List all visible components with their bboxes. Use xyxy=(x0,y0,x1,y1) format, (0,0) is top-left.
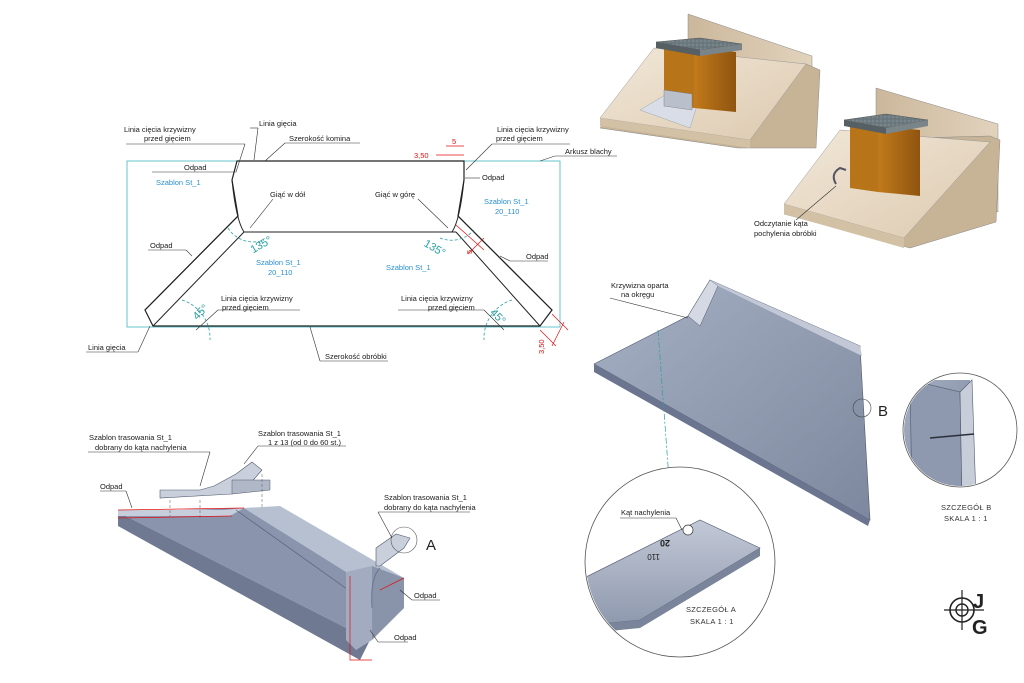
detail-a-title: SZCZEGÓŁ A xyxy=(686,605,736,614)
bend-up-label: Giąć w górę xyxy=(375,190,415,199)
iso-template-a-2: dobrany do kąta nachylenia xyxy=(384,503,477,512)
template-right-top-2: 20_110 xyxy=(495,207,519,216)
template-right-bottom-label: Szablon St_1 xyxy=(386,263,431,272)
curve-flashing-view xyxy=(584,279,1018,658)
iso-template-right-2: 1 z 13 (od 0 do 60 st.) xyxy=(268,438,341,447)
flat-pattern xyxy=(86,127,617,362)
curve-label-2: na okręgu xyxy=(621,290,654,299)
sheet-label: Arkusz blachy xyxy=(565,147,612,156)
bend-line-bottom-label: Linia gięcia xyxy=(88,343,126,352)
chimney-model-2 xyxy=(783,87,1001,249)
template-number-2: 110 xyxy=(647,552,660,561)
angle-135-right: 135° xyxy=(422,238,448,260)
curve-label-1: Krzywizna oparta xyxy=(611,281,669,290)
cut-line-bottom-right-2: przed gięciem xyxy=(428,303,475,312)
template-left-bottom-1: Szablon St_1 xyxy=(256,258,301,267)
angle-label: Kąt nachylenia xyxy=(621,508,671,517)
bend-down-label: Giąć w dół xyxy=(270,190,305,199)
cut-line-top-right-2: przed gięciem xyxy=(496,134,543,143)
waste-top-left-label: Odpad xyxy=(184,163,207,172)
iso-flashing-model xyxy=(88,445,470,661)
reading-angle-label-1: Odczytanie kąta xyxy=(754,219,809,228)
waste-left-label: Odpad xyxy=(150,241,173,250)
template-right-top-1: Szablon St_1 xyxy=(484,197,529,206)
detail-a-scale: SKALA 1 : 1 xyxy=(690,617,734,626)
cut-line-top-right-1: Linia cięcia krzywizny xyxy=(497,125,569,134)
template-left-top-label: Szablon St_1 xyxy=(156,178,201,187)
cut-line-bottom-right-1: Linia cięcia krzywizny xyxy=(401,294,473,303)
waste-top-right-label: Odpad xyxy=(482,173,505,182)
jg-logo: J G xyxy=(944,590,988,639)
detail-b-scale: SKALA 1 : 1 xyxy=(944,514,988,523)
detail-b-title: SZCZEGÓŁ B xyxy=(941,503,992,512)
angle-45-left: 45° xyxy=(191,302,211,322)
angle-135-left: 135° xyxy=(249,234,275,256)
iso-waste-bottom: Odpad xyxy=(394,633,417,642)
iso-template-left-2: dobrany do kąta nachylenia xyxy=(95,443,188,452)
chimney-model-1 xyxy=(599,13,821,149)
flashing-outline xyxy=(144,160,553,327)
iso-template-left-1: Szablon trasowania St_1 xyxy=(89,433,172,442)
iso-template-a-1: Szablon trasowania St_1 xyxy=(384,493,467,502)
iso-template-right-1: Szablon trasowania St_1 xyxy=(258,429,341,438)
cut-line-top-left-1: Linia cięcia krzywizny xyxy=(124,125,196,134)
dim-5-top: 5 xyxy=(452,137,456,146)
cut-line-bottom-left-1: Linia cięcia krzywizny xyxy=(221,294,293,303)
detail-marker-b: B xyxy=(878,403,888,420)
angle-45-right: 45° xyxy=(487,307,507,327)
iso-waste-right: Odpad xyxy=(414,591,437,600)
dim-350-bottom: 3,50 xyxy=(537,339,546,354)
chimney-width-label: Szerokość komina xyxy=(289,134,351,143)
logo-letter-g: G xyxy=(972,617,988,639)
cut-line-bottom-left-2: przed gięciem xyxy=(222,303,269,312)
dim-5-diag: 5 xyxy=(465,250,474,254)
cut-line-top-left-2: przed gięciem xyxy=(144,134,191,143)
waste-right-label: Odpad xyxy=(526,252,549,261)
reading-angle-label-2: pochylenia obróbki xyxy=(754,229,817,238)
dim-350-top: 3,50 xyxy=(414,151,429,160)
detail-marker-a: A xyxy=(426,537,436,554)
flashing-width-label: Szerokość obróbki xyxy=(325,352,387,361)
bend-line-top-label: Linia gięcia xyxy=(259,119,297,128)
iso-waste-left: Odpad xyxy=(100,482,123,491)
template-number-1: 20 xyxy=(660,538,670,548)
template-left-bottom-2: 20_110 xyxy=(268,268,292,277)
logo-letter-j: J xyxy=(973,591,984,613)
